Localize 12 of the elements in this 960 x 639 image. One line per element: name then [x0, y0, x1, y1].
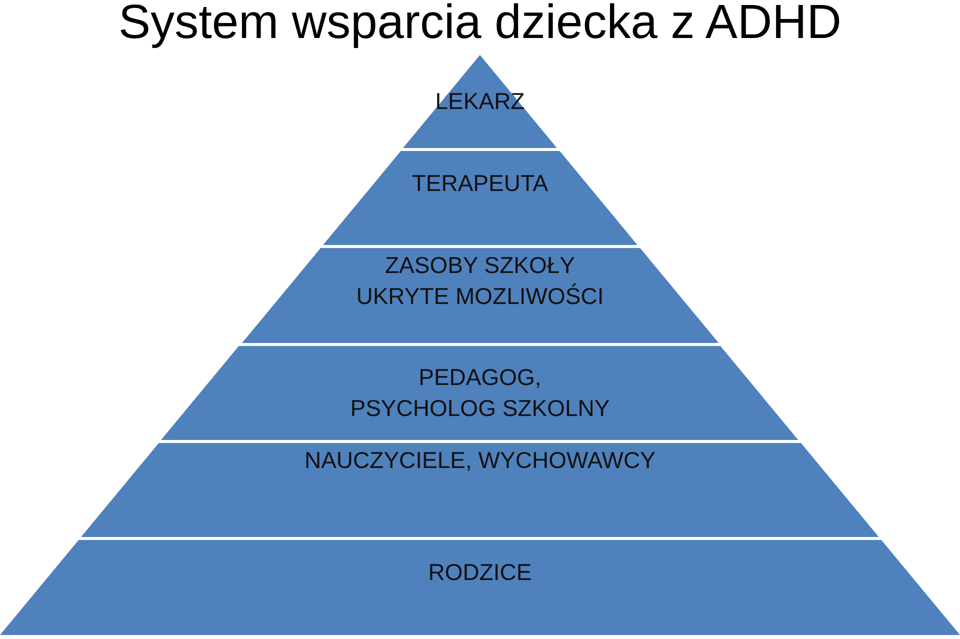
pyramid-level	[0, 540, 960, 635]
pyramid-level	[403, 55, 557, 148]
level-label: RODZICE	[428, 558, 532, 587]
pyramid-level	[322, 151, 638, 245]
pyramid-level	[161, 346, 799, 440]
title: System wsparcia dziecka z ADHD	[118, 0, 842, 51]
level-label: PEDAGOG, PSYCHOLOG SZKOLNY	[349, 363, 611, 423]
level-label: TERAPEUTA	[412, 169, 548, 198]
pyramid-level	[242, 248, 718, 343]
level-label: NAUCZYCIELE, WYCHOWAWCY	[304, 446, 656, 475]
level-label: ZASOBY SZKOŁY UKRYTE MOZLIWOŚCI	[355, 251, 605, 311]
pyramid-level	[81, 443, 879, 537]
